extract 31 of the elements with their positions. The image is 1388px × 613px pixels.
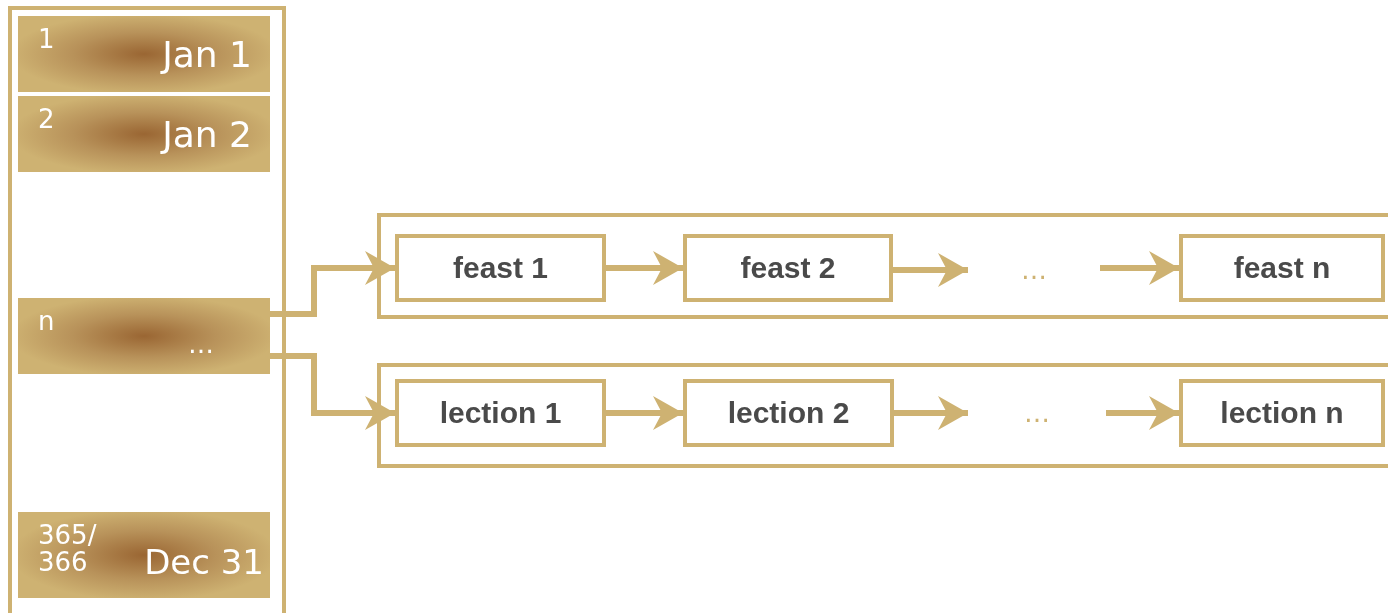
feast-box: feast n [1179,234,1385,302]
arrow [1100,251,1179,285]
date-label: Jan 1 [162,33,252,75]
day-cell [18,96,270,172]
date-label: Dec 31 [144,541,264,582]
feast-box: feast 1 [395,234,606,302]
list-panel [377,213,1388,319]
ellipsis: … [968,393,1106,433]
day-cell [18,298,270,374]
date-label: Jan 2 [162,113,252,155]
lection-box: lection 1 [395,379,606,447]
arrow [894,396,968,430]
day-number: 1 [38,26,55,54]
day-number: 365/ 366 [38,522,98,577]
ellipsis: … [968,250,1100,290]
feast-box: feast 2 [683,234,893,302]
arrow [893,253,968,287]
day-number: 2 [38,106,55,134]
day-number: n [38,308,55,336]
date-label: … [188,328,214,359]
arrow [606,251,683,285]
calendar-column [8,6,286,613]
arrow [1106,396,1179,430]
lection-box: lection n [1179,379,1385,447]
day-cell [18,512,270,598]
arrow [270,353,395,430]
list-panel [377,363,1388,468]
arrow [270,251,395,317]
lection-box: lection 2 [683,379,894,447]
day-cell [18,16,270,92]
arrow [606,396,683,430]
